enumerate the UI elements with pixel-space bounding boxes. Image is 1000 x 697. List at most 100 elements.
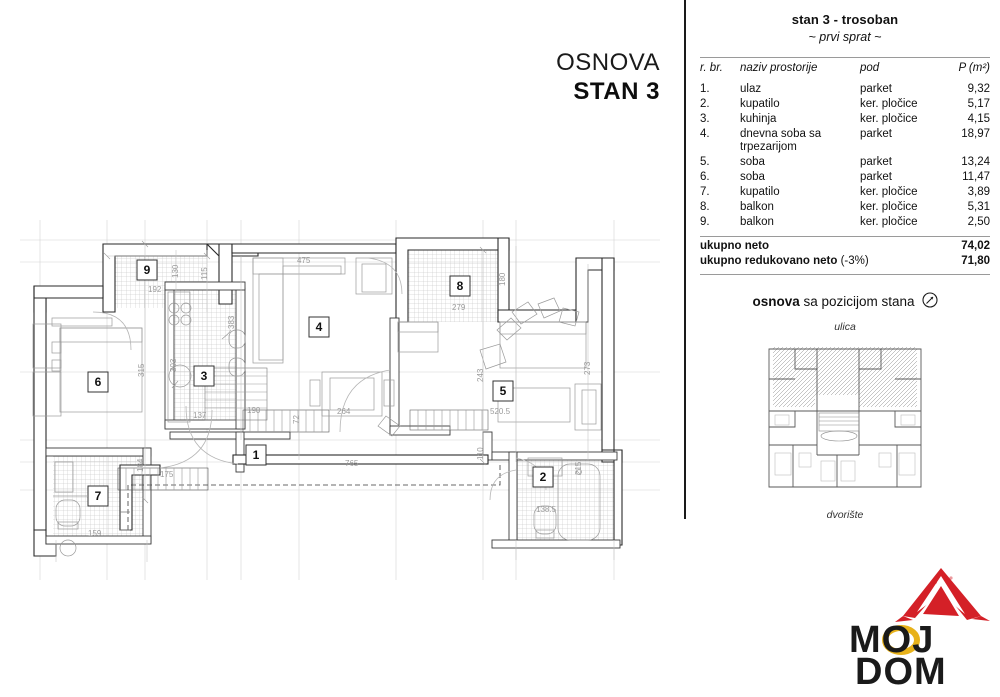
svg-text:184: 184 <box>136 458 145 472</box>
cell-no: 8. <box>700 201 710 213</box>
cell-floor: ker. pločice <box>860 201 918 213</box>
total-row-neto: ukupno neto 74,02 <box>700 236 990 252</box>
cell-name: ulaz <box>740 82 762 95</box>
cell-name-wrap: trpezarijom <box>740 141 797 153</box>
cell-floor: ker. pločice <box>860 186 918 198</box>
col-header-floor: pod <box>860 57 942 81</box>
north-arrow-circle-icon <box>921 291 938 311</box>
svg-text:159: 159 <box>88 529 102 538</box>
cell-area: 11,47 <box>962 171 990 183</box>
position-heading: osnova sa pozicijom stana <box>700 291 990 311</box>
label-dvoriste: dvorište <box>826 508 864 521</box>
svg-text:383: 383 <box>227 315 236 329</box>
cell-no: 2. <box>700 97 710 110</box>
cell-name: balkon <box>740 201 774 213</box>
cell-no: 3. <box>700 112 710 125</box>
totals-table: ukupno neto 74,02 ukupno redukovano neto… <box>700 235 990 267</box>
cell-area: 5,31 <box>967 201 990 213</box>
svg-text:264: 264 <box>337 407 351 416</box>
svg-text:215: 215 <box>574 461 583 475</box>
logo-text-moj: MOJ <box>849 619 934 661</box>
svg-text:175: 175 <box>160 470 174 479</box>
svg-text:138.5: 138.5 <box>536 505 557 514</box>
rooms-table: r. br. naziv prostorije pod P (m²) 1.ula… <box>700 57 990 230</box>
room-label-9: 9 <box>136 259 158 281</box>
svg-text:303: 303 <box>169 358 178 372</box>
label-ulica: ulica <box>834 320 856 333</box>
svg-text:190: 190 <box>247 406 261 415</box>
table-row: 7. kupatilo ker. pločice 3,89 <box>700 185 990 200</box>
svg-text:520.5: 520.5 <box>490 407 511 416</box>
svg-text:765: 765 <box>345 459 359 468</box>
room-label-4: 4 <box>308 316 330 338</box>
total-label-neto: ukupno neto <box>700 239 769 252</box>
room-label-8: 8 <box>449 275 471 297</box>
panel-heading: stan 3 - trosoban <box>791 12 899 27</box>
cell-name: kuhinja <box>740 112 777 125</box>
cell-floor: parket <box>860 127 892 140</box>
cell-name: dnevna soba sa <box>740 127 822 140</box>
svg-text:4: 4 <box>316 320 323 334</box>
svg-text:110: 110 <box>476 447 485 460</box>
floorplan-svg: 9 6 3 4 8 <box>20 220 660 580</box>
cell-name: soba <box>740 156 765 168</box>
room-number-labels: 9 6 3 4 8 <box>87 259 554 507</box>
table-row-continuation: trpezarijom <box>700 141 990 155</box>
cell-area: 2,50 <box>967 216 990 228</box>
title-line-osnova: OSNOVA <box>556 49 660 76</box>
svg-text:72: 72 <box>292 415 301 424</box>
svg-text:6: 6 <box>95 375 102 389</box>
svg-text:2: 2 <box>540 470 547 484</box>
total-row-redukovano: ukupno redukovano neto (-3%) 71,80 <box>700 252 990 267</box>
svg-text:315: 315 <box>137 363 146 377</box>
cell-floor: parket <box>860 156 892 168</box>
total-value-neto: 74,02 <box>961 239 990 252</box>
svg-text:180: 180 <box>498 272 507 286</box>
svg-text:475: 475 <box>297 256 311 265</box>
table-header-row: r. br. naziv prostorije pod P (m²) <box>700 57 990 81</box>
cell-name: balkon <box>740 216 774 228</box>
svg-text:8: 8 <box>457 279 464 293</box>
room-label-7: 7 <box>87 485 109 507</box>
col-header-name: naziv prostorije <box>740 57 860 81</box>
cell-area: 3,89 <box>967 186 990 198</box>
svg-text:273: 273 <box>583 361 592 375</box>
info-panel: stan 3 - trosoban ~ prvi sprat ~ r. br. … <box>700 0 990 521</box>
panel-header: stan 3 - trosoban ~ prvi sprat ~ <box>700 0 990 44</box>
svg-text:130: 130 <box>171 264 180 278</box>
room-label-1: 1 <box>245 444 267 466</box>
panel-subheading: ~ prvi sprat ~ <box>808 30 882 44</box>
table-row: 8. balkon ker. pločice 5,31 <box>700 200 990 215</box>
svg-text:1: 1 <box>253 448 260 462</box>
position-heading-rest: sa pozicijom stana <box>803 293 915 309</box>
total-label-note: (-3%) <box>837 254 869 267</box>
cell-no: 6. <box>700 171 710 183</box>
cell-no: 5. <box>700 156 710 168</box>
roof-icon <box>895 568 990 622</box>
svg-text:9: 9 <box>144 263 151 277</box>
totals-bottom-rule <box>700 273 990 275</box>
svg-text:115: 115 <box>200 267 209 280</box>
svg-text:243: 243 <box>476 368 485 382</box>
room-label-5: 5 <box>492 380 514 402</box>
cell-no: 9. <box>700 216 710 228</box>
page-title: OSNOVA STAN 3 <box>430 48 660 107</box>
cell-no: 7. <box>700 186 710 198</box>
cell-area: 4,15 <box>967 112 990 125</box>
panel-divider <box>684 0 686 519</box>
total-label-redukovano: ukupno redukovano neto (-3%) <box>700 252 948 267</box>
total-label-text: ukupno redukovano neto <box>700 254 838 267</box>
col-header-area: P (m²) <box>942 57 990 81</box>
cell-name: kupatilo <box>740 186 780 198</box>
total-value-redukovano: 71,80 <box>961 254 990 267</box>
cell-no: 4. <box>700 127 710 140</box>
svg-text:279: 279 <box>452 303 466 312</box>
cell-floor: parket <box>860 82 892 95</box>
